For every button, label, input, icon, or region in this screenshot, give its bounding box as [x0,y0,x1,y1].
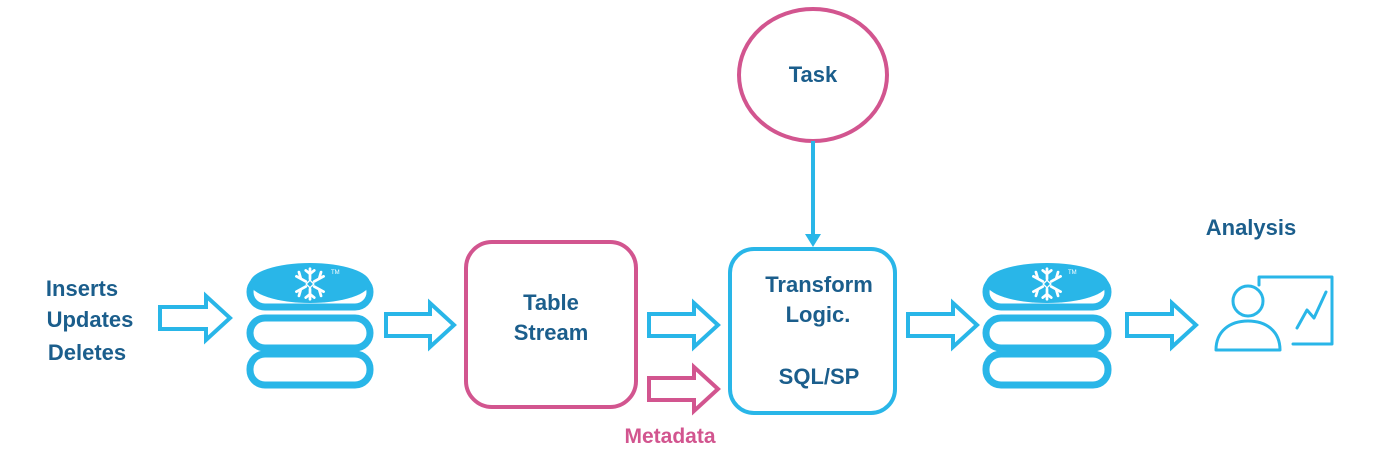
arrow-down-icon [805,141,821,247]
table-stream-line1: Table [523,290,579,315]
transform-line3: SQL/SP [779,364,860,389]
arrow-right-icon [906,298,980,352]
task-node: Task [737,7,889,143]
tm-mark: TM [331,270,340,276]
metadata-arrow-icon [647,362,721,416]
label-updates: Updates [47,307,134,332]
metadata-label: Metadata [624,425,715,448]
target-database-icon: TM [982,262,1112,389]
table-stream-node: Table Stream [464,240,638,409]
arrow-right-icon [647,298,721,352]
analysis-label: Analysis [1206,215,1297,240]
arrow-right-icon [384,298,457,352]
table-stream-line2: Stream [514,320,589,345]
task-label: Task [789,62,838,87]
tm-mark: TM [1068,270,1077,276]
source-database-icon: TM [246,262,374,389]
transform-line1: Transform [765,272,873,297]
transform-logic-node: Transform Logic. SQL/SP [728,247,897,415]
label-inserts: Inserts [46,276,118,301]
arrow-right-icon [158,291,233,345]
transform-line2: Logic. [786,302,851,327]
person-chart-icon [1214,275,1334,352]
label-deletes: Deletes [48,340,126,365]
arrow-right-icon [1125,298,1199,352]
